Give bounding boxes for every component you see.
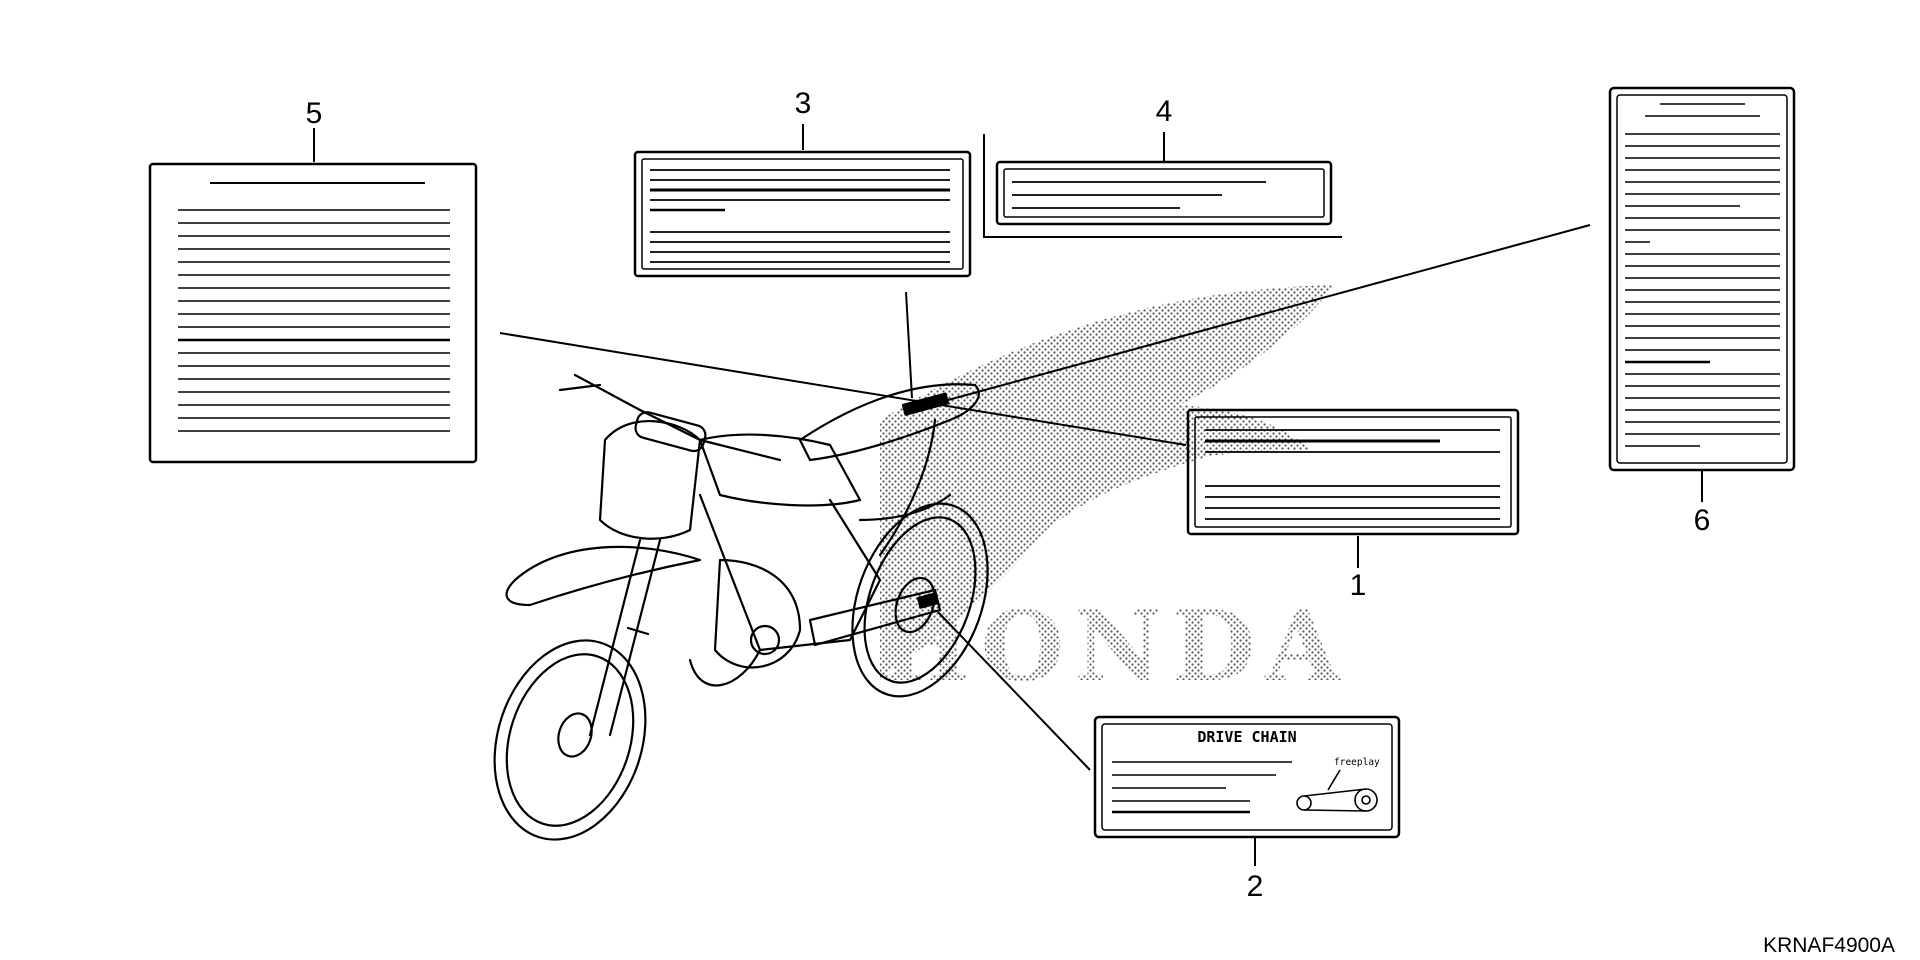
- callout-numbers: 1 2 3 4 5 6: [306, 87, 1711, 903]
- label-4: [995, 160, 1333, 226]
- label-6: [1608, 86, 1796, 472]
- freeplay-note: freeplay: [1334, 757, 1380, 768]
- drawing-code: KRNAF4900A: [1763, 934, 1895, 957]
- honda-watermark-text: HONDA: [880, 590, 1350, 703]
- label-5: [148, 162, 478, 464]
- motorcycle-illustration: [493, 373, 989, 841]
- label-3: [633, 150, 972, 278]
- label-1: [1186, 408, 1520, 536]
- chain-diagram-icon: [1296, 769, 1378, 812]
- label-2-drive-chain: DRIVE CHAIN freeplay: [1093, 715, 1401, 839]
- leader-lines: [313, 124, 1703, 866]
- callout-5: 5: [306, 97, 323, 130]
- callout-3: 3: [795, 87, 812, 120]
- callout-6: 6: [1694, 504, 1711, 537]
- drive-chain-title: DRIVE CHAIN: [1197, 728, 1296, 746]
- honda-wing-watermark: [880, 285, 1335, 680]
- callout-1: 1: [1350, 569, 1367, 602]
- callout-4: 4: [1156, 95, 1173, 128]
- callout-2: 2: [1247, 870, 1264, 903]
